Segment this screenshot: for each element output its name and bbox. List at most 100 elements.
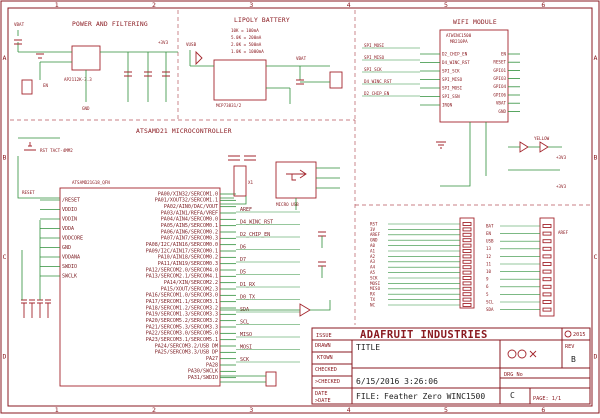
- power-switch: [21, 79, 33, 95]
- header-jp1-pin: [462, 227, 472, 232]
- header-jp2-pin-label: 6: [486, 284, 489, 289]
- header-jp2-pin: [542, 269, 552, 274]
- usb-icon: [286, 169, 307, 181]
- mcu-net-label: D1_RX: [240, 282, 255, 288]
- header-jp1-pin: [462, 243, 472, 248]
- mcu-right-pin-label: PA06/AIN6/SERCOM0.2: [161, 229, 218, 235]
- wifi-led-wires: [440, 122, 562, 187]
- grid-col-top: 5: [444, 1, 448, 9]
- mcu-decoupling-caps: [21, 220, 51, 318]
- header-jp1-pin-label: A3: [370, 259, 376, 264]
- mcu-right-pin-label: PA10/AIN18/SERCOM0.2: [158, 255, 218, 261]
- header-jp2-pin-label: EN: [486, 231, 492, 236]
- grid-col-top: 6: [541, 1, 545, 9]
- filter-caps: [124, 71, 170, 77]
- mcu-right-pin-label: PA21/SERCOM5.3/SERCOM3.3: [146, 324, 218, 330]
- header-jp1-pin: [462, 276, 472, 280]
- tb-dwg-label: DRG No: [504, 372, 523, 378]
- mcu-left-pin-label: GND: [62, 245, 71, 251]
- crystal-x1: [233, 165, 247, 197]
- power-wire-1: [17, 30, 178, 53]
- wifi-net-label: SPI_SCK: [364, 67, 382, 72]
- header-jp1-pin-label: NC: [370, 302, 376, 307]
- tb-checked-label: CHECKED: [315, 367, 337, 373]
- grid-col-bottom: 4: [347, 406, 351, 414]
- mcu-right-pin-label: PA02/AIN0/DAC/VOUT: [164, 204, 218, 210]
- tb-rev-value: B: [571, 355, 576, 364]
- charge-row-2: 5.0K = 200mA: [231, 35, 262, 40]
- regulator-u1: [71, 45, 101, 71]
- section-title-lipoly: LIPOLY BATTERY: [234, 17, 290, 24]
- header-jp1-pin: [462, 254, 472, 259]
- mcu-right-pin-label: PA27: [206, 356, 218, 362]
- decoupling-cap: [21, 299, 27, 318]
- header-jp1-pin: [462, 259, 472, 264]
- grid-row-left: D: [3, 352, 7, 360]
- grid-row-right: A: [594, 54, 598, 62]
- header-jp1-pin: [462, 270, 472, 275]
- tb-page-value: PAGE: 1/1: [533, 396, 561, 402]
- regulator-enable-label: EN: [43, 83, 49, 88]
- mcu-net-label: SCL: [240, 320, 249, 326]
- wifi-net-label: SPI_MISO: [364, 55, 385, 60]
- decoupling-cap: [29, 299, 35, 318]
- section-title-mcu: ATSAMD21 MICROCONTROLLER: [136, 128, 232, 135]
- wifi-part-name: ATWINC1500: [446, 33, 472, 38]
- header-jp1-pin-label: SCK: [370, 275, 378, 280]
- wifi-right-pin-label: RESET: [493, 60, 506, 65]
- lipoly-label-vbat: VBAT: [296, 56, 307, 61]
- grid-row-right: B: [594, 153, 598, 161]
- usb-wires: [295, 167, 340, 210]
- mcu-right-pin-label: PA15/XOUT/SERCOM2.3: [161, 286, 218, 292]
- mcu-left-pin-label: VDDIN: [62, 216, 77, 222]
- header-jp2-pin-label: 9: [486, 277, 489, 282]
- mcu-net-label: SCK: [240, 357, 249, 363]
- mcu-right-pin-label: PA17/SERCOM1.1/SERCOM3.1: [146, 299, 218, 305]
- wifi-net-label: SPI_MOSI: [364, 43, 385, 48]
- charge-row-1: 10K = 100mA: [231, 28, 259, 33]
- wifi-right-pin-label: EN: [501, 51, 507, 56]
- header-jp2-pin: [542, 246, 552, 251]
- section-title-power: POWER AND FILTERING: [72, 21, 148, 28]
- mcu-right-pin-label: PA31/SWDIO: [188, 375, 218, 381]
- tb-date-placeholder: >DATE: [315, 398, 331, 404]
- mcu-right-pin-label: PA20/SERCOM5.2/SERCOM3.2: [146, 318, 218, 324]
- battery-connector: [329, 71, 343, 89]
- mcu-right-pin-label: PA25/SERCOM3.3/USB DP: [155, 350, 218, 356]
- led-13-wires: [220, 300, 331, 311]
- tb-title-label: TITLE: [356, 343, 380, 352]
- header-jp1-pin: [462, 286, 472, 291]
- wifi-left-pin-label: SPI_SCK: [442, 68, 460, 73]
- decoupling-cap: [37, 299, 43, 318]
- header-jp2-pin: [542, 300, 552, 304]
- wifi-label-3v3-a: +3V3: [556, 155, 567, 160]
- charger-u2: [213, 59, 267, 101]
- power-label-3v3: +3V3: [158, 40, 169, 45]
- header-jp1-pin-label: A1: [370, 248, 376, 253]
- tb-company: ADAFRUIT INDUSTRIES: [360, 329, 488, 341]
- tb-issue-label: ISSUE: [316, 333, 332, 339]
- mcu-right-pin-label: PA09/I2C/AIN17/SERCOM0.1: [146, 248, 218, 254]
- headers-section: RST3VAREFGNDA0A1A2A3A4A5SCKMOSIMISORXTXN…: [370, 217, 569, 317]
- wifi-right-pin-label: GND: [498, 109, 506, 114]
- wifi-left-pin-label: SPI_MISO: [442, 77, 463, 82]
- swd-wires: [220, 375, 266, 383]
- reset-wires: [17, 137, 60, 199]
- mcu-right-pin-label: PA14/XIN/SERCOM2.2: [164, 280, 218, 286]
- header-jp1-pin: [462, 292, 472, 297]
- tb-drawn-label: DRAWN: [315, 343, 331, 349]
- mcu-right-pin-label: PA00/XIN32/SERCOM1.0: [158, 191, 218, 197]
- mcu-right-pin-label: PA16/SERCOM1.0/SERCOM3.0: [146, 293, 218, 299]
- copyright-icon: [564, 330, 572, 338]
- header-jp1-pin-label: RST: [370, 221, 378, 226]
- mcu-left-pin-label: SWCLK: [62, 273, 77, 279]
- mcu-left-pin-label: SWDIO: [62, 264, 77, 270]
- wifi-right-pin-label: GPIO3: [493, 76, 506, 81]
- tb-checked-value: >CHECKED: [315, 379, 340, 385]
